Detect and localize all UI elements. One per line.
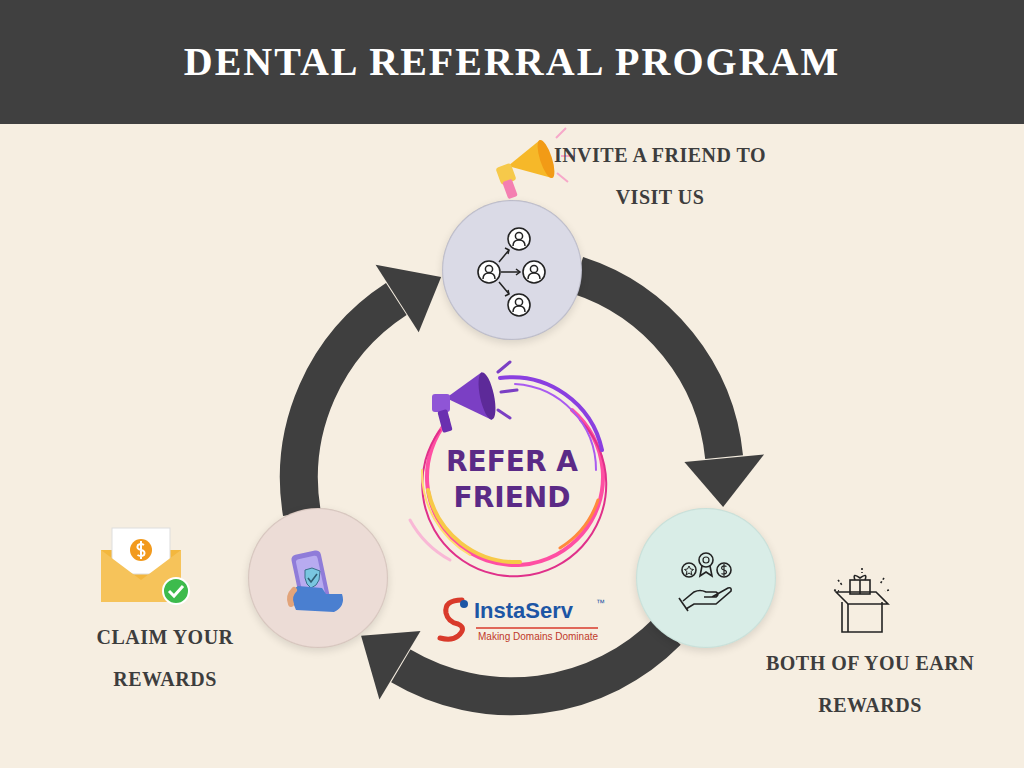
arrow-head xyxy=(684,454,764,507)
gift-icon xyxy=(834,568,889,632)
megaphone-icon xyxy=(495,128,575,199)
step-label: BOTH OF YOU EARN REWARDS xyxy=(745,642,995,726)
center-label: REFER A FRIEND xyxy=(432,444,592,517)
arrow-shaft xyxy=(577,275,724,457)
network-icon xyxy=(478,228,545,316)
arrow-head xyxy=(361,631,420,700)
refer-center: REFER A FRIEND xyxy=(417,375,607,565)
arrow-shaft xyxy=(401,632,667,697)
arrow-shaft xyxy=(299,299,396,513)
cycle-arrow xyxy=(361,631,667,700)
envelope-icon xyxy=(101,528,189,604)
arrow-head xyxy=(376,265,442,332)
rewards-hand-icon xyxy=(679,553,731,611)
refer-swirl xyxy=(410,377,606,576)
title-text: DENTAL REFERRAL PROGRAM xyxy=(0,38,1024,86)
trademark: ™ xyxy=(596,598,605,609)
claim-step: CLAIM YOUR REWARDS xyxy=(248,508,388,648)
invite-step: INVITE A FRIEND TO VISIT US xyxy=(442,200,582,340)
purple-megaphone xyxy=(432,362,517,433)
step-label: INVITE A FRIEND TO VISIT US xyxy=(545,134,775,218)
title-bar: DENTAL REFERRAL PROGRAM xyxy=(0,0,1024,124)
phone-icon xyxy=(290,549,343,612)
cycle-arrow xyxy=(577,275,764,507)
earn-step: BOTH OF YOU EARN REWARDS xyxy=(636,508,776,648)
logo-tagline: Making Domains Dominate xyxy=(478,631,598,643)
step-label: CLAIM YOUR REWARDS xyxy=(70,616,260,700)
cycle-arrow xyxy=(299,265,441,513)
logo-name: InstaServ xyxy=(474,598,573,624)
